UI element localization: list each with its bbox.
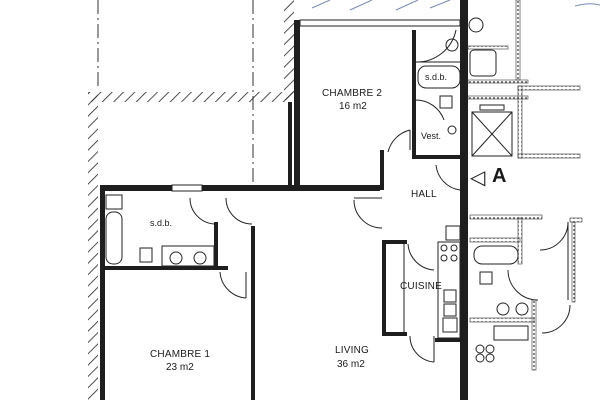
neighbor-walls [467, 0, 583, 371]
room-label-living: LIVING [335, 345, 369, 356]
hatched-walls [88, 0, 294, 400]
room-label-sdb-top: s.d.b. [425, 72, 448, 82]
section-marker-label: A [492, 165, 507, 187]
room-label-chambre-1: CHAMBRE 1 [150, 349, 211, 360]
room-area-chambre-1: 23 m2 [166, 362, 194, 373]
room-area-chambre-2: 16 m2 [339, 101, 367, 112]
scribbles [311, 0, 600, 11]
room-label-cuisine: CUISINE [400, 281, 442, 292]
room-label-chambre-2: CHAMBRE 2 [322, 88, 383, 99]
room-label-hall: HALL [411, 189, 437, 200]
room-label-vest: Vest. [421, 131, 442, 141]
dashed-outline [97, 0, 254, 185]
room-label-sdb-left: s.d.b. [150, 218, 173, 228]
fixtures [105, 17, 571, 363]
room-area-living: 36 m2 [337, 359, 365, 370]
walls [100, 0, 468, 400]
section-marker-arrow-icon: ◁ [470, 167, 486, 189]
